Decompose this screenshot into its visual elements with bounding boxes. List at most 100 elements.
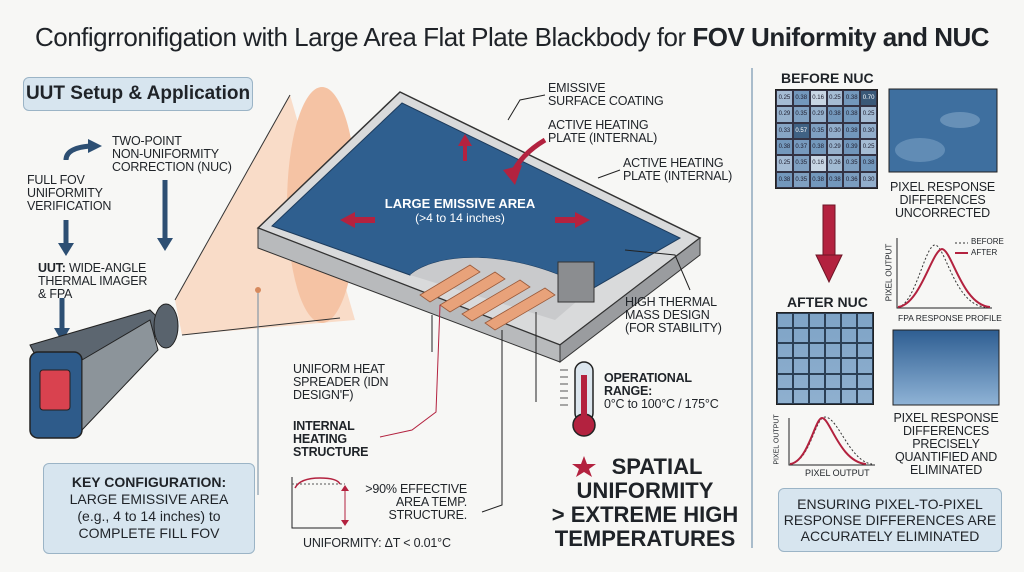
nuc-cell (809, 343, 825, 359)
nuc-cell (825, 313, 841, 329)
nuc-cell (857, 358, 873, 374)
heat-cell: 0.25 (860, 106, 877, 123)
heat-cell: 0.70 (860, 90, 877, 107)
nuc-cell (809, 313, 825, 329)
thermal-camera-icon (29, 303, 179, 439)
nuc-cell (841, 313, 857, 329)
nuc-cell (825, 343, 841, 359)
nuc-cell (777, 358, 793, 374)
nuc-cell (857, 388, 873, 404)
nuc-cell (857, 343, 873, 359)
heat-cell: 0.38 (776, 171, 793, 188)
page-title: Configrronifigation with Large Area Flat… (0, 22, 1024, 53)
nuc-cell (841, 388, 857, 404)
heat-cell: 0.57 (792, 122, 810, 139)
large-area-label: LARGE EMISSIVE AREA(>4 to 14 inches) (384, 196, 536, 225)
after-nuc-heading: AFTER NUC (787, 294, 868, 310)
nuc-cell (793, 358, 809, 374)
legend-before: BEFORE (971, 237, 1004, 246)
nuc-cell (809, 388, 825, 404)
nuc-cell (825, 328, 841, 344)
heat-cell: 0.38 (860, 155, 877, 172)
heat-cell: 0.35 (792, 171, 810, 188)
corrected-image (892, 329, 1000, 406)
heat-cell: 0.25 (776, 155, 793, 172)
heat-cell: 0.38 (826, 106, 844, 123)
uut-setup-heading: UUT Setup & Application (23, 77, 253, 111)
nuc-cell (777, 313, 793, 329)
heat-cell: 0.38 (809, 138, 827, 156)
nuc-cell (793, 388, 809, 404)
nuc-cell (841, 373, 857, 389)
nuc-cell (793, 328, 809, 344)
heat-cell: 0.16 (809, 90, 827, 107)
uniformity-spec: UNIFORMITY: ΔT < 0.01°C (303, 536, 451, 550)
nuc-cell (825, 358, 841, 374)
heat-cell: 0.38 (843, 90, 861, 107)
heat-cell: 0.30 (860, 122, 877, 139)
heat-cell: 0.29 (826, 138, 844, 156)
nuc-cell (793, 343, 809, 359)
nuc-cell (857, 373, 873, 389)
heat-cell: 0.38 (809, 171, 827, 188)
nuc-cell (809, 373, 825, 389)
heat-cell: 0.37 (792, 138, 810, 156)
after-nuc-grid (776, 312, 874, 405)
heat-cell: 0.35 (843, 155, 861, 172)
after-y-axis-label: PIXEL OUTPUT (773, 414, 781, 465)
uniformity-mini-chart (291, 477, 349, 529)
nuc-cell (777, 343, 793, 359)
heat-cell: 0.35 (792, 106, 810, 123)
key-configuration-box: KEY CONFIGURATION:LARGE EMISSIVE AREA(e.… (43, 463, 255, 554)
heat-cell: 0.36 (843, 171, 861, 188)
title-text: Configrronifigation with Large Area Flat… (34, 22, 693, 52)
nuc-cell (793, 313, 809, 329)
heat-cell: 0.26 (826, 155, 844, 172)
legend-after: AFTER (971, 248, 998, 257)
nuc-cell (841, 358, 857, 374)
star-icon (572, 456, 596, 477)
fpa-profile-chart (896, 238, 992, 309)
after-x-axis-label: PIXEL OUTPUT (805, 468, 870, 478)
nuc-cell (857, 328, 873, 344)
nuc-cell (825, 373, 841, 389)
heat-cell: 0.38 (826, 171, 844, 188)
nuc-cell (841, 328, 857, 344)
after-response-chart (788, 416, 875, 466)
before-nuc-heading: BEFORE NUC (781, 70, 874, 86)
blackbody-plate (256, 91, 702, 364)
y-axis-label: PIXEL OUTPUT (884, 243, 894, 302)
heat-cell: 0.35 (809, 122, 827, 139)
nuc-cell (809, 328, 825, 344)
nuc-cell (777, 328, 793, 344)
nuc-cell (841, 343, 857, 359)
heat-cell: 0.29 (776, 106, 793, 123)
heat-cell: 0.35 (792, 155, 810, 172)
heat-cell: 0.33 (776, 122, 793, 139)
heat-cell: 0.29 (809, 106, 827, 123)
heat-cell: 0.16 (809, 155, 827, 172)
heat-cell: 0.38 (776, 138, 793, 156)
fpa-profile-label: FPA RESPONSE PROFILE (898, 313, 1002, 323)
nuc-cell (809, 358, 825, 374)
nuc-cell (777, 373, 793, 389)
heat-cell: 0.38 (843, 122, 861, 139)
heat-cell: 0.30 (860, 171, 877, 188)
expansion-arrows (340, 134, 590, 228)
heat-cell: 0.25 (826, 90, 844, 107)
